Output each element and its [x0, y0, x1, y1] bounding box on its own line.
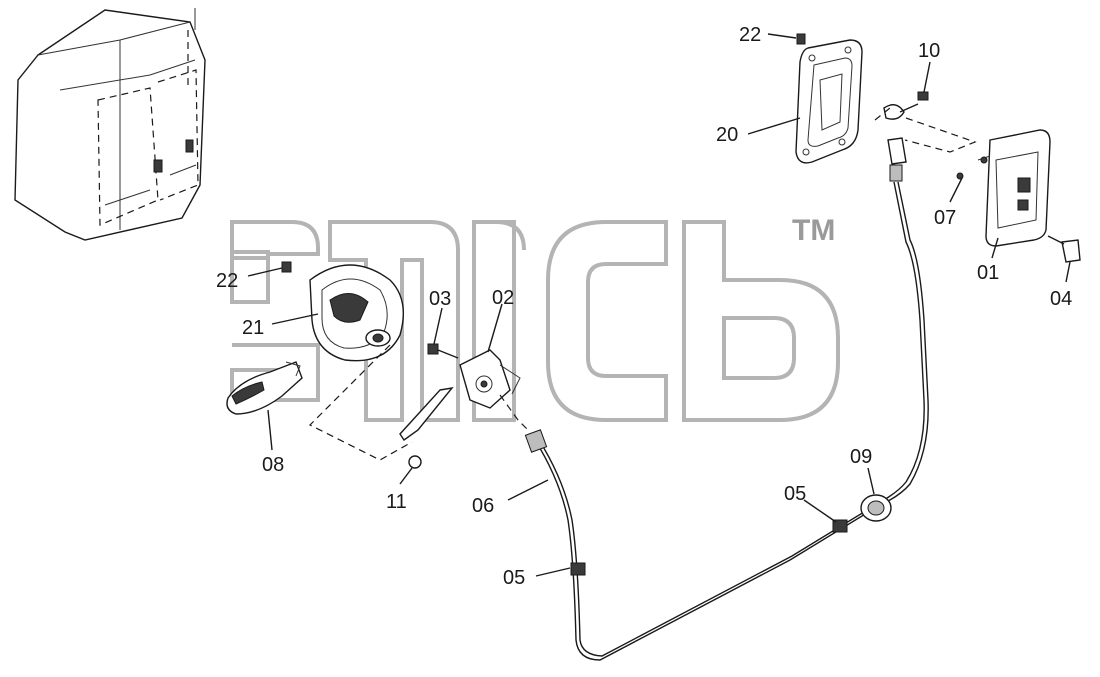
lever-bracket-02 — [399, 349, 521, 441]
bolt-04 — [1047, 235, 1081, 263]
callout-labels: 22 10 20 07 01 04 22 21 03 02 08 11 06 0… — [216, 24, 1072, 589]
lock-body-01 — [977, 129, 1051, 247]
callout-22-left: 22 — [216, 270, 238, 292]
callout-09: 09 — [850, 446, 872, 468]
callout-08: 08 — [262, 454, 284, 476]
callout-05-upper: 05 — [784, 483, 806, 505]
clip-05-lower — [570, 562, 586, 576]
handle-housing-21 — [309, 264, 404, 362]
cab-thumbnail — [14, 8, 206, 241]
callout-06: 06 — [472, 495, 494, 517]
callout-10: 10 — [918, 40, 940, 62]
nut-11 — [408, 455, 422, 469]
callout-01: 01 — [977, 262, 999, 284]
callout-20: 20 — [716, 124, 738, 146]
pin-07 — [956, 172, 964, 180]
callout-04: 04 — [1050, 288, 1072, 310]
callout-07: 07 — [934, 207, 956, 229]
inner-handle-plate-20 — [795, 39, 863, 164]
handle-lever-08 — [226, 361, 303, 415]
key-cylinder-10 — [883, 91, 929, 182]
key-guide-line — [874, 107, 977, 153]
clip-05-upper — [832, 519, 848, 533]
grommet-09 — [860, 494, 892, 522]
callout-05-lower: 05 — [503, 567, 525, 589]
assembly-line-left — [308, 344, 413, 461]
callout-22-top: 22 — [739, 24, 761, 46]
trademark-symbol: TM — [792, 214, 835, 247]
watermark-logo: TM — [230, 214, 840, 422]
callout-02: 02 — [492, 287, 514, 309]
callout-11: 11 — [386, 491, 407, 513]
bolt-03 — [427, 343, 459, 359]
screw-22-top — [796, 33, 806, 45]
leader-lines — [247, 33, 1071, 577]
screw-22-left — [281, 261, 292, 273]
callout-21: 21 — [242, 317, 264, 339]
assembly-line-cable — [499, 394, 529, 431]
callout-03: 03 — [429, 288, 451, 310]
